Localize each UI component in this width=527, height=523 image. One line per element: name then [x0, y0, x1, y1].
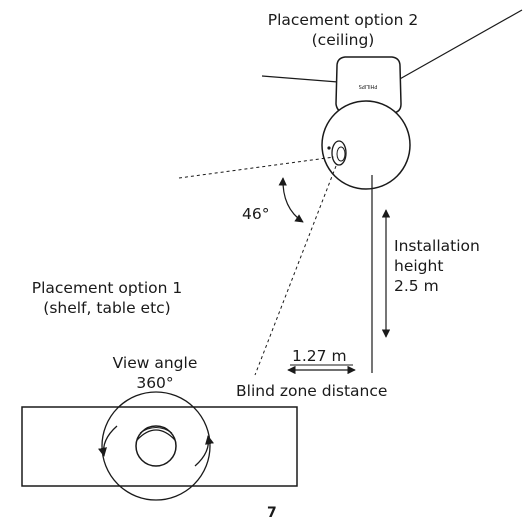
- installation-height-value: 2.5 m: [394, 277, 439, 295]
- ceiling-option-label: Placement option 2 (ceiling): [258, 10, 428, 50]
- camera-brand-logo: PHILIPS: [359, 83, 378, 89]
- ceiling-line-left: [261, 75, 339, 83]
- page-number: 7: [267, 505, 277, 521]
- view-angle-value: 360°: [136, 374, 174, 392]
- view-angle-title: View angle: [112, 354, 198, 372]
- view-angle-label: View angle 360°: [100, 353, 210, 393]
- tilted-view-line: [254, 165, 337, 376]
- tilt-angle-arc: [278, 177, 304, 223]
- ceiling-option-subtitle: (ceiling): [311, 31, 375, 49]
- shelf-option-title: Placement option 1: [31, 279, 183, 297]
- blind-zone-distance-value: 1.27 m: [292, 347, 347, 365]
- blind-zone-label: Blind zone distance: [236, 382, 388, 400]
- installation-height-line1: Installation: [394, 237, 480, 255]
- tilt-angle-label: 46°: [242, 205, 270, 223]
- ceiling-line-right: [397, 9, 523, 81]
- shelf-option-label: Placement option 1 (shelf, table etc): [14, 278, 200, 318]
- installation-height-line2: height: [394, 257, 444, 275]
- horizontal-view-line: [178, 156, 335, 179]
- rotation-arrow-right-icon: [194, 435, 214, 467]
- installation-height-label: Installation height 2.5 m: [394, 236, 480, 296]
- shelf-camera-icon: [101, 391, 211, 501]
- ceiling-option-title: Placement option 2: [267, 11, 419, 29]
- ceiling-camera-icon: PHILIPS: [321, 56, 411, 190]
- shelf-option-subtitle: (shelf, table etc): [43, 299, 171, 317]
- rotation-arrow-left-icon: [98, 425, 118, 457]
